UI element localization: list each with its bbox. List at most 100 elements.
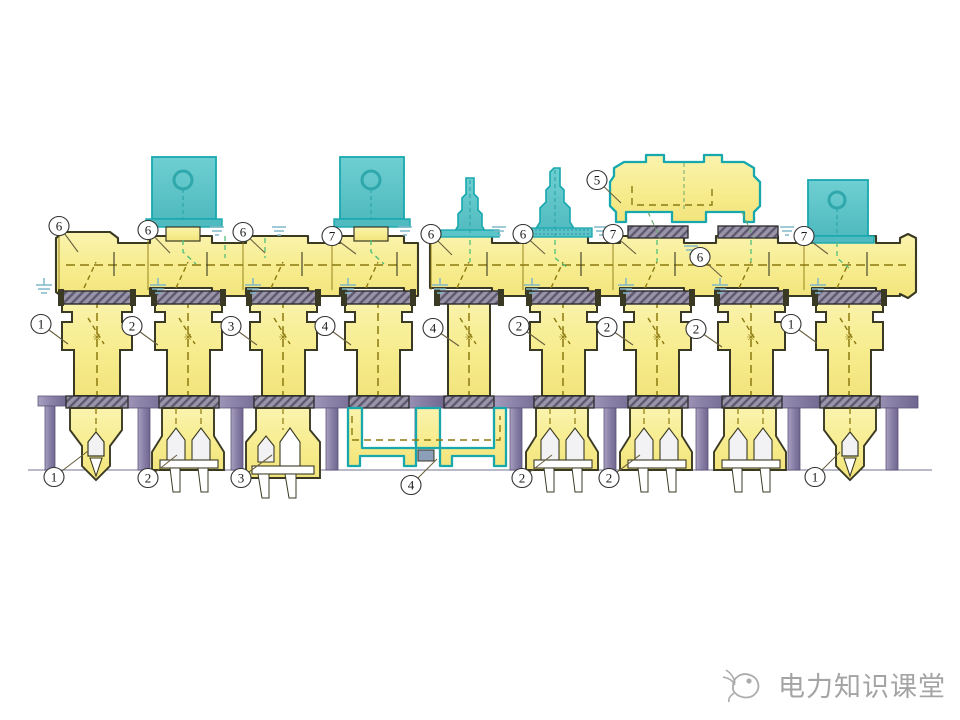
earth-switch-symbol xyxy=(272,226,286,236)
operating-shaft-group xyxy=(58,236,805,290)
bottom-module-group xyxy=(69,406,877,499)
callout-4: 4 xyxy=(314,315,352,346)
bottom-module-double xyxy=(619,407,693,493)
svg-text:✳: ✳ xyxy=(652,332,661,344)
callout-number: 7 xyxy=(329,229,336,244)
insulator-spacer xyxy=(714,289,789,306)
disconnector-blade-group xyxy=(83,252,868,289)
bottom-module-double xyxy=(713,407,787,493)
insulator-spacer xyxy=(721,395,783,409)
svg-text:✳: ✳ xyxy=(746,332,755,344)
insulator-spacer xyxy=(533,395,595,409)
earth-switch-symbol xyxy=(36,278,52,294)
earth-switch-symbol xyxy=(492,226,506,236)
insulator-spacer xyxy=(627,395,689,409)
callout-bubble xyxy=(512,223,534,245)
callout-number: 3 xyxy=(238,471,245,486)
callout-1: 1 xyxy=(43,450,89,488)
callout-7: 7 xyxy=(602,223,637,255)
callout-number: 6 xyxy=(145,223,152,238)
earth-switch-symbol xyxy=(150,278,166,294)
support-pedestal xyxy=(37,395,69,471)
callout-6: 6 xyxy=(420,223,453,256)
svg-text:✳: ✳ xyxy=(92,332,101,344)
disconnector-blade xyxy=(456,252,488,289)
callout-2: 2 xyxy=(598,454,641,489)
bay-column: ✳ xyxy=(249,295,318,397)
earth-switch-symbol xyxy=(340,278,356,294)
earth-switch-symbol xyxy=(398,226,412,236)
callout-bubble xyxy=(43,466,65,488)
callout-number: 4 xyxy=(322,319,329,334)
bay-column: ✳ xyxy=(61,295,133,397)
earth-switch-symbol-group xyxy=(36,226,826,294)
insulator-spacer xyxy=(819,395,881,409)
earth-switch-symbol xyxy=(245,278,261,294)
callout-3: 3 xyxy=(220,315,258,346)
insulator-spacer xyxy=(341,289,416,306)
callout-bubble xyxy=(780,313,802,335)
earth-switch-symbol xyxy=(618,278,634,294)
insulator-spacer xyxy=(348,395,410,409)
callout-bubble xyxy=(314,315,336,337)
earth-switch-symbol xyxy=(432,278,448,294)
insulator-spacer xyxy=(158,395,220,409)
callout-number: 6 xyxy=(428,227,435,242)
bushing-small xyxy=(440,177,500,238)
bottom-module-wide xyxy=(245,407,321,499)
callout-bubble xyxy=(602,223,624,245)
callout-3: 3 xyxy=(230,454,273,489)
insulator-spacer xyxy=(526,289,601,306)
callout-bubble xyxy=(508,315,530,337)
callout-bubble xyxy=(30,313,52,335)
callout-number: 7 xyxy=(610,227,617,242)
disconnector-blade xyxy=(175,252,208,289)
insulator-spacer xyxy=(443,395,495,409)
callout-bubble xyxy=(422,317,444,339)
callout-2: 2 xyxy=(137,454,178,489)
bay-column: ✳ xyxy=(529,295,598,397)
disconnector-blade xyxy=(738,252,770,289)
callout-number: 6 xyxy=(56,219,63,234)
callout-number: 2 xyxy=(519,471,526,486)
callout-bubble xyxy=(804,466,826,488)
callout-2: 2 xyxy=(508,315,546,346)
disconnector-blade xyxy=(270,252,303,289)
insulator-spacer xyxy=(253,395,315,409)
svg-text:✳: ✳ xyxy=(464,332,473,344)
callout-number: 6 xyxy=(520,227,527,242)
callout-bubble xyxy=(321,225,343,247)
bay-column xyxy=(344,295,413,397)
disconnector-blade xyxy=(644,252,676,289)
svg-text:✳: ✳ xyxy=(278,332,287,344)
callout-2: 2 xyxy=(121,315,159,346)
support-pedestal xyxy=(305,395,363,471)
callout-number: 5 xyxy=(594,173,601,188)
callout-bubble xyxy=(137,219,159,241)
callout-bubble xyxy=(232,221,254,243)
bay-column: ✳ xyxy=(717,295,786,397)
insulator-spacer xyxy=(627,225,689,239)
callout-1: 1 xyxy=(780,313,818,344)
svg-text:✳: ✳ xyxy=(844,332,853,344)
svg-text:✳: ✳ xyxy=(558,332,567,344)
callout-4: 4 xyxy=(400,458,438,496)
insulator-spacer xyxy=(620,289,695,306)
callout-number: 1 xyxy=(51,470,58,485)
insulator-spacer xyxy=(246,289,321,306)
disconnector-blade xyxy=(83,252,115,289)
callout-number: 6 xyxy=(697,250,704,265)
callout-bubble xyxy=(230,467,252,489)
disconnector-blade xyxy=(836,252,868,289)
bay-column: ✳ xyxy=(623,295,692,397)
insulator-spacer xyxy=(812,289,887,306)
cable-termination-box xyxy=(333,156,411,242)
cable-termination-box-group xyxy=(145,156,875,244)
support-pedestal xyxy=(675,395,733,471)
callout-bubble xyxy=(420,223,442,245)
callout-bubble xyxy=(511,467,533,489)
insulator-spacer xyxy=(65,395,129,409)
bay-column: ✳ xyxy=(447,295,491,397)
